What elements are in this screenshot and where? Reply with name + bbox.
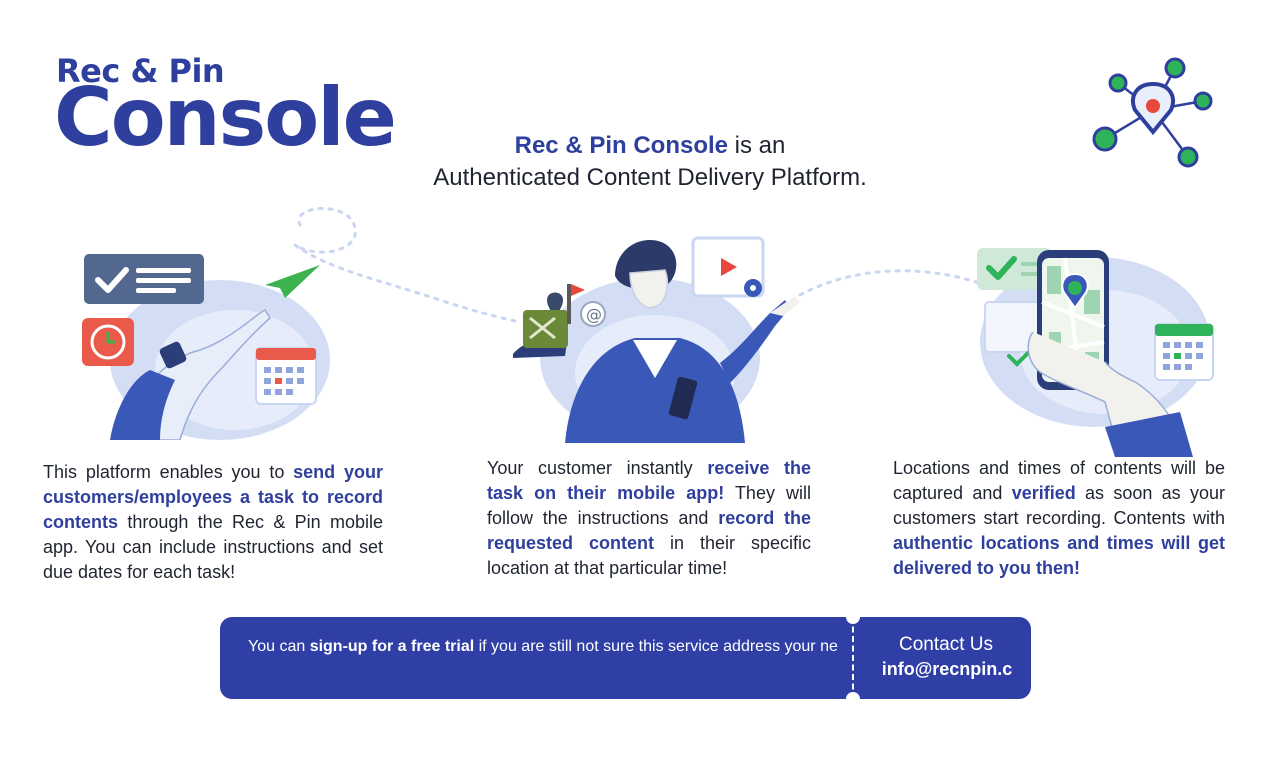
step-text-segment: record the requested content [487,508,811,553]
step-text-segment: Locations and times of contents will be … [893,458,1225,503]
contact-email-link[interactable]: info@recnpin.c [881,659,1013,679]
contact-title: Contact Us [899,634,993,655]
svg-text:@: @ [586,305,602,324]
hand-checklist-clock-calendar-illustration [82,254,330,440]
step-1-description: This platform enables you to send your c… [43,460,383,585]
step-2-description: Your customer instantly receive the task… [487,456,811,581]
step-text-segment: send your customers/employees a task to … [43,462,383,532]
hand-phone-map-illustration [977,248,1214,457]
banner-notch-bottom [846,692,860,706]
step-text-segment: verified [1011,483,1076,503]
brand-name-small: Rec & Pin [56,52,225,90]
brand-name-large: Console [54,71,397,164]
step-text-segment: They will follow the instructions and [487,483,811,528]
step-text-segment: in their specific location at that parti… [487,533,811,578]
banner-text-pre: You can [248,638,310,655]
banner-divider [852,617,854,699]
banner-notch-top [846,610,860,624]
tagline: Rec & Pin Console is an Authenticated Co… [380,130,920,194]
step-text-segment: as soon as your customers start recordin… [893,483,1225,528]
banner-message: You can sign-up for a free trial if you … [248,635,838,658]
step-text-segment: receive the task on their mobile app! [487,458,811,503]
tagline-text-2: Authenticated Content Delivery Platform. [433,164,867,191]
contact-banner: You can sign-up for a free trial if you … [220,610,1031,706]
man-with-phone-video-illustration: @ [513,236,800,443]
step-text-segment: Your customer instantly [487,458,708,478]
step-text-segment: This platform enables you to [43,462,294,482]
step-text-segment: authentic locations and times will get d… [893,533,1225,578]
tagline-text-1: is an [728,132,786,159]
step-text-segment: through the Rec & Pin mobile app. You ca… [43,512,383,582]
tagline-product: Rec & Pin Console [514,132,728,159]
network-pin-icon [1092,57,1213,168]
banner-text-post: if you are still not sure this service a… [478,638,838,655]
free-trial-link[interactable]: sign-up for a free trial [309,638,475,655]
step-3-description: Locations and times of contents will be … [893,456,1225,581]
